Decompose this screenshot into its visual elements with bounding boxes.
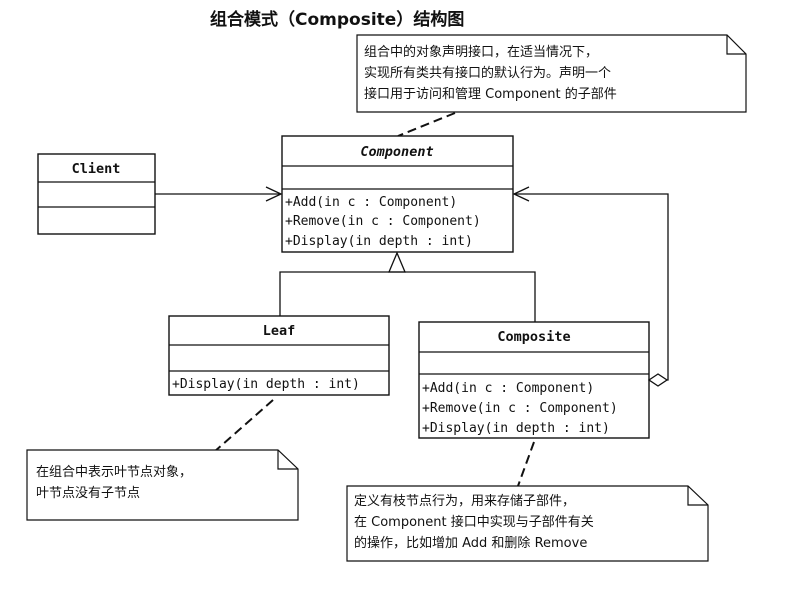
generalization	[279, 251, 536, 322]
note-composite-line: 的操作，比如增加 Add 和删除 Remove	[354, 535, 587, 551]
note-leaf: 在组合中表示叶节点对象， 叶节点没有子节点	[26, 449, 299, 521]
note-component-anchor	[397, 112, 456, 137]
class-component: Component +Add(in c : Component) +Remove…	[281, 135, 514, 253]
class-client: Client	[37, 153, 156, 235]
class-component-op: +Display(in depth : int)	[285, 234, 473, 249]
note-composite-anchor	[517, 441, 535, 487]
association-arrowhead	[265, 186, 283, 202]
class-composite-op: +Display(in depth : int)	[422, 421, 610, 436]
note-leaf-line: 在组合中表示叶节点对象，	[36, 465, 192, 480]
note-leaf-anchor	[213, 399, 274, 453]
note-component-line: 接口用于访问和管理 Component 的子部件	[364, 86, 617, 102]
note-component-line: 组合中的对象声明接口，在适当情况下，	[364, 44, 598, 60]
class-component-name: Component	[360, 144, 433, 160]
class-composite-op: +Remove(in c : Component)	[422, 401, 618, 416]
note-leaf-line: 叶节点没有子节点	[36, 486, 140, 501]
aggregation	[512, 186, 669, 387]
class-leaf-name: Leaf	[263, 323, 296, 339]
class-leaf: Leaf +Display(in depth : int)	[168, 315, 390, 396]
note-composite-line: 定义有枝节点行为，用来存储子部件，	[354, 494, 575, 509]
class-component-op: +Remove(in c : Component)	[285, 214, 481, 229]
class-composite-op: +Add(in c : Component)	[422, 381, 594, 396]
note-component-line: 实现所有类共有接口的默认行为。声明一个	[364, 65, 611, 81]
note-composite-line: 在 Component 接口中实现与子部件有关	[354, 514, 594, 530]
class-leaf-op: +Display(in depth : int)	[172, 377, 360, 392]
class-composite-name: Composite	[497, 329, 570, 345]
class-component-op: +Add(in c : Component)	[285, 195, 457, 210]
class-client-name: Client	[72, 161, 121, 177]
class-composite: Composite +Add(in c : Component) +Remove…	[418, 321, 650, 439]
note-component: 组合中的对象声明接口，在适当情况下， 实现所有类共有接口的默认行为。声明一个 接…	[356, 34, 747, 113]
diagram-title: 组合模式（Composite）结构图	[210, 9, 464, 30]
note-composite: 定义有枝节点行为，用来存储子部件， 在 Component 接口中实现与子部件有…	[346, 485, 709, 562]
